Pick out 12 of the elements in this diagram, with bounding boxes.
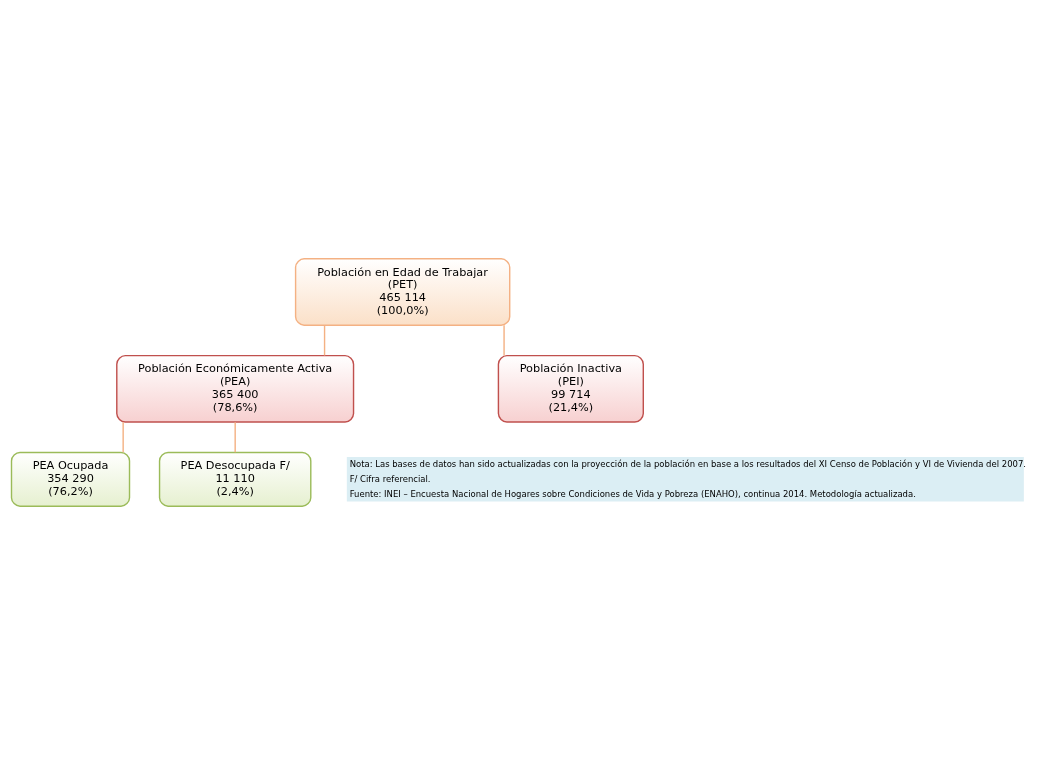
connector [122, 421, 124, 453]
node-box: Población Inactiva (PEI) 99 714 (21,4%) [497, 354, 644, 423]
node-box: PEA Desocupada F/ 11 110 (2,4%) [158, 451, 312, 507]
node-box: Población en Edad de Trabajar (PET) 465 114 (100,0%) [294, 257, 511, 326]
label: Fuente: INEI – Encuesta Nacional de Hogares sobre Condiciones de Vida y Pobreza (ENAHO), continua 2014. Metodología actualizada. [349, 488, 916, 499]
connector [234, 421, 236, 453]
connector [323, 324, 326, 356]
label: F/ Cifra referencial. [349, 473, 431, 484]
label: Nota: Las bases de datos han sido actualizadas con la proyección de la población en base a los resultados del XI Censo de Población y VI de Vivienda del 2007. [349, 458, 1027, 469]
connector [503, 324, 505, 356]
node-box: PEA Ocupada 354 290 (76,2%) [10, 451, 131, 507]
node-box: Población Económicamente Activa (PEA) 365 400 (78,6%) [116, 354, 355, 423]
